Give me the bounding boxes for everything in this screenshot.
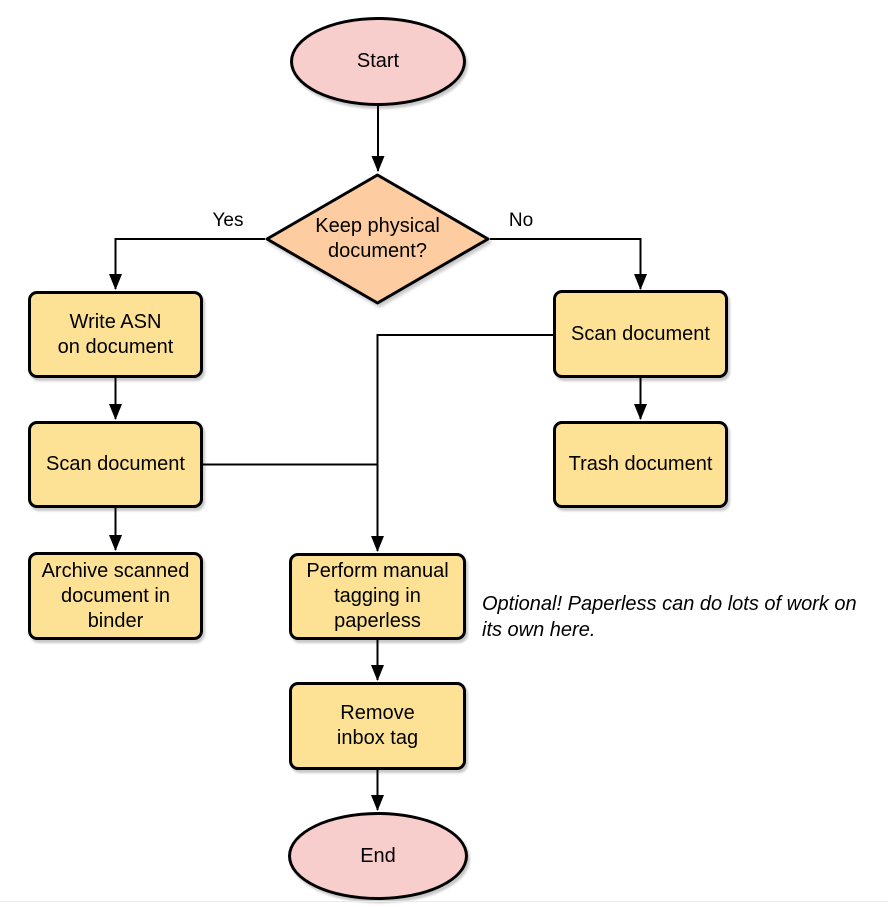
node-remove-inbox-tag-label: Remove inbox tag (336, 702, 419, 749)
node-scan-document-right-label: Scan document (571, 322, 710, 345)
node-scan-document-right: Scan document (553, 290, 728, 378)
node-scan-document-left-label: Scan document (46, 453, 185, 475)
annotation-optional-note: Optional! Paperless can do lots of work … (482, 593, 857, 641)
node-write-asn-on-document: Write ASN on document (28, 291, 203, 378)
node-archive-scanned-document-label: Archive scanned document in binder (41, 559, 190, 632)
node-scan-document-left: Scan document (28, 421, 203, 508)
decision-diamond-shape (265, 173, 490, 305)
node-remove-inbox-tag: Remove inbox tag (289, 682, 466, 770)
edge-label-yes: Yes (212, 210, 244, 231)
node-perform-manual-tagging-label: Perform manual tagging in paperless (306, 560, 449, 632)
node-trash-document-label: Trash document (568, 453, 713, 475)
edge-decision-yes-to-write-asn (109, 238, 265, 290)
node-keep-physical-document: Keep physical document? (265, 173, 490, 305)
node-trash-document: Trash document (553, 421, 728, 508)
node-perform-manual-tagging: Perform manual tagging in paperless (289, 553, 466, 640)
edge-decision-no-to-scan-right (490, 238, 647, 290)
node-archive-scanned-document: Archive scanned document in binder (28, 552, 203, 640)
node-write-asn-label: Write ASN on document (57, 310, 174, 358)
node-start-label: Start (356, 50, 400, 72)
edge-label-no: No (508, 210, 534, 231)
edge-scan-right-to-manual-tagging (371, 334, 553, 552)
node-end: End (288, 812, 468, 900)
node-end-label: End (360, 844, 396, 867)
bottom-divider (0, 901, 888, 902)
node-start: Start (290, 17, 466, 106)
node-keep-physical-document-label: Keep physical document? (315, 215, 440, 262)
